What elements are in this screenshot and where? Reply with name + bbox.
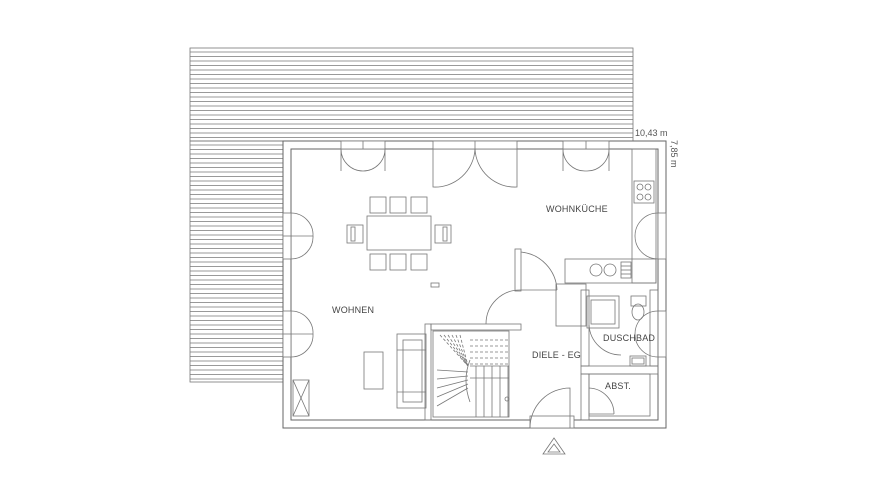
stair-step [436, 369, 469, 373]
terrace-deck [189, 47, 634, 383]
stair-step [451, 334, 469, 367]
stair-step [447, 334, 469, 367]
room-label-storage: ABST. [605, 381, 631, 391]
stair-step [455, 334, 469, 367]
sofa [363, 333, 427, 409]
room-label-living: WOHNEN [332, 305, 374, 315]
dining-table [346, 196, 452, 288]
top-windows [340, 140, 610, 188]
staircase [432, 330, 510, 418]
left-windows [282, 212, 314, 417]
room-label-shower: DUSCHBAD [603, 333, 655, 343]
north-arrow-icon [542, 437, 566, 455]
stair-step [436, 375, 469, 380]
room-label-hall: DIELE - EG [532, 350, 581, 360]
entrance-door [529, 387, 575, 429]
interior-walls [424, 248, 659, 421]
kitchen-counter [564, 148, 657, 284]
stair-step [436, 379, 469, 389]
stair-step [443, 334, 469, 367]
dimension-depth: 7,85 m [669, 140, 679, 168]
stair-step [439, 334, 469, 367]
stair-step [436, 383, 469, 398]
stair-step [436, 387, 469, 407]
room-label-kitchen: WOHNKÜCHE [546, 204, 608, 214]
stair-step [459, 334, 469, 367]
dimension-width: 10,43 m [635, 128, 668, 138]
